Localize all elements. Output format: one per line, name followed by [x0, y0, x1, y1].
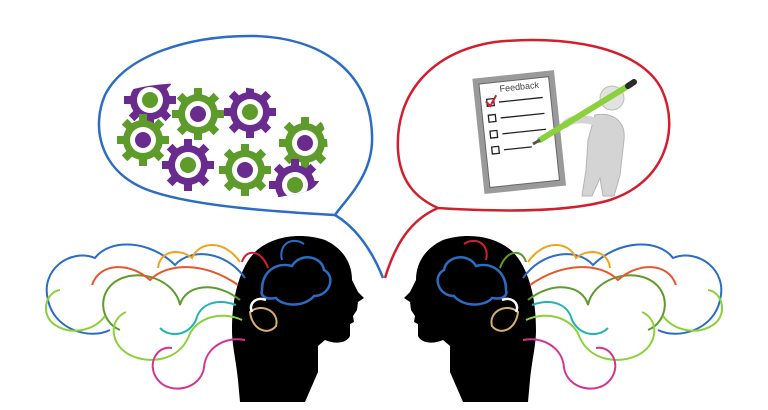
- right-thought-bubble: [383, 38, 671, 279]
- left-head-icon: [232, 236, 364, 402]
- left-thought-bubble: [97, 34, 385, 279]
- left-swirls: [45, 243, 246, 390]
- feedback-clipboard-icon: Feedback: [472, 70, 567, 195]
- person-with-pen-icon: [532, 79, 637, 197]
- right-head-icon: [404, 236, 536, 402]
- clipboard-checklist: [485, 96, 547, 155]
- right-swirls: [522, 243, 723, 390]
- clipboard-title: Feedback: [499, 80, 540, 94]
- checkmark-icon: [485, 94, 498, 108]
